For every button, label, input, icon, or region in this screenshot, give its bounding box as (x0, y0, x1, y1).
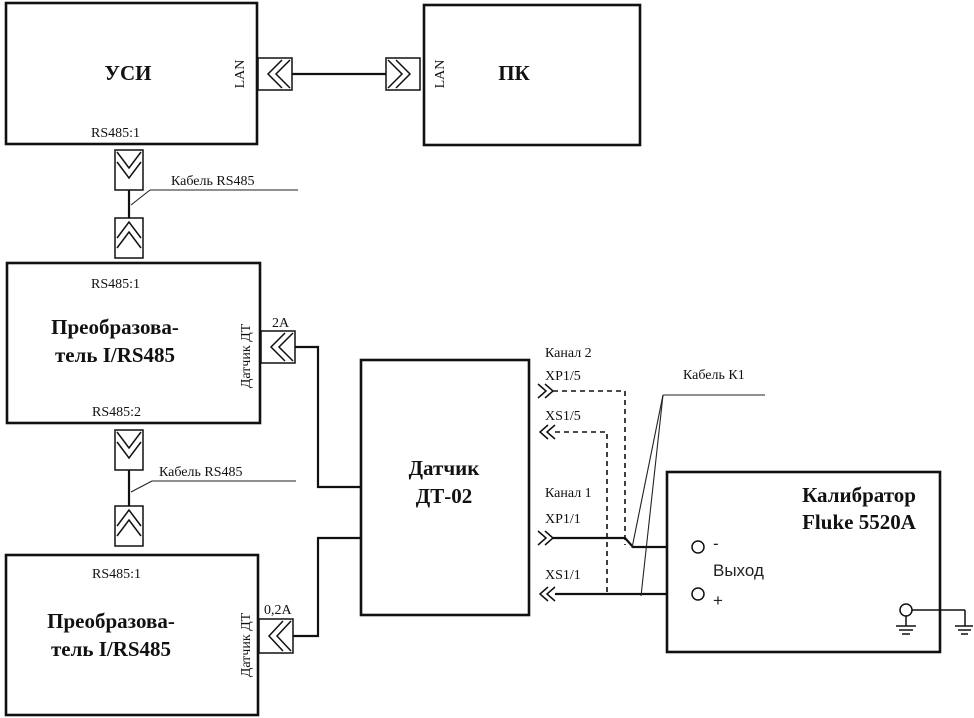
converter1-title-line2: тель I/RS485 (55, 343, 175, 367)
xp-ch2-pin (537, 383, 555, 399)
calibrator-terminal-minus (691, 540, 705, 554)
sensor-connector-converter2 (258, 618, 294, 654)
rs485-connector-converter2-top (114, 505, 144, 547)
rs485-connector-converter1-top (114, 217, 144, 259)
rs485-cable-1-leader (130, 189, 151, 206)
sensor-connector-converter1 (260, 330, 296, 364)
converter1-sensor-label: Датчик ДТ (239, 323, 254, 388)
lan-connector-pc (385, 57, 421, 91)
xs-ch1-pin (538, 586, 556, 602)
rs485-cable-2-leader (130, 480, 153, 493)
sensor-cable-converter1 (295, 345, 361, 489)
converter1-rs485-top-label: RS485:1 (91, 277, 140, 292)
usi-title: УСИ (105, 61, 152, 85)
calibrator-title-line1: Калибратор (802, 483, 916, 507)
xs-ch1-label: XS1/1 (545, 568, 581, 583)
pc-lan-label: LAN (433, 60, 448, 89)
converter1-block: RS485:1 Преобразова- тель I/RS485 Датчик… (5, 261, 262, 425)
rs485-cable-2-label: Кабель RS485 (159, 465, 243, 480)
converter1-range: 2А (272, 316, 290, 331)
converter2-range: 0,2А (264, 603, 293, 618)
converter1-title-line1: Преобразова- (51, 315, 179, 339)
pc-block: ПК LAN (422, 3, 642, 147)
ground-icon (896, 603, 965, 635)
calibrator-plus-label: + (713, 591, 723, 610)
rs485-connector-converter1-bottom (114, 429, 144, 471)
ch2-dashed-minus (553, 390, 626, 545)
calibrator-minus-label: - (713, 534, 719, 553)
converter2-rs485-top-label: RS485:1 (92, 567, 141, 582)
usi-rs485-label: RS485:1 (91, 126, 140, 141)
xp-ch1-pin (537, 530, 555, 546)
converter2-sensor-label: Датчик ДТ (239, 612, 254, 677)
calibrator-block: Калибратор Fluke 5520A - Выход + (665, 470, 942, 654)
usi-lan-label: LAN (233, 60, 248, 89)
channel2-label: Канал 2 (545, 346, 592, 361)
calibrator-output-label: Выход (713, 561, 764, 580)
sensor-block: Датчик ДТ-02 (359, 358, 531, 617)
converter2-block: RS485:1 Преобразова- тель I/RS485 Датчик… (4, 553, 260, 717)
external-ground-icon (955, 610, 973, 635)
pc-title: ПК (498, 61, 530, 85)
sensor-title-line2: ДТ-02 (416, 484, 472, 508)
sensor-cable-converter2 (293, 536, 361, 638)
xs-ch2-label: XS1/5 (545, 409, 581, 424)
channel1-label: Канал 1 (545, 486, 592, 501)
rs485-connector-usi (114, 149, 144, 191)
usi-block: УСИ LAN RS485:1 (4, 1, 259, 146)
sensor-title-line1: Датчик (409, 456, 481, 480)
cable-k1-label: Кабель К1 (683, 368, 745, 383)
lan-connector-usi (257, 57, 293, 91)
converter2-title-line2: тель I/RS485 (51, 637, 171, 661)
xp-ch2-label: XP1/5 (545, 369, 581, 384)
rs485-cable-1-label: Кабель RS485 (171, 174, 255, 189)
xp-ch1-label: XP1/1 (545, 512, 581, 527)
xs-ch2-pin (538, 424, 556, 440)
converter1-rs485-bottom-label: RS485:2 (92, 405, 141, 420)
calibrator-terminal-plus (691, 587, 705, 601)
converter2-title-line1: Преобразова- (47, 609, 175, 633)
calibrator-title-line2: Fluke 5520A (802, 510, 917, 534)
